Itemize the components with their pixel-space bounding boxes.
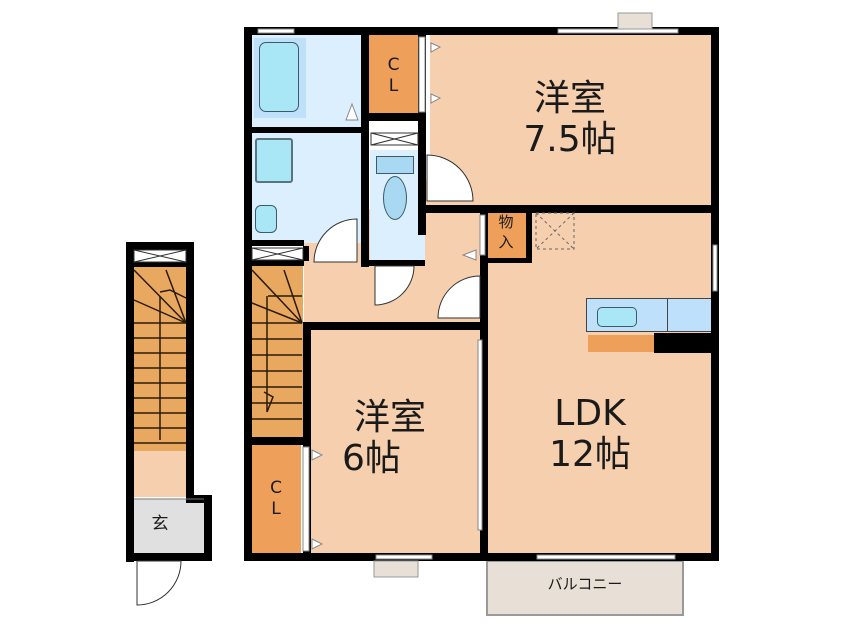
room-ldk — [486, 209, 712, 554]
room-western-6 — [310, 328, 482, 554]
kitchen-refrigerator-space — [654, 333, 712, 353]
closet-top — [369, 34, 418, 116]
bathtub-basin-icon — [259, 42, 299, 112]
storage-label: 物 入 — [498, 213, 514, 251]
room-size: 12帖 — [549, 434, 631, 476]
entrance-label: 玄 — [151, 514, 169, 534]
room-size: 6帖 — [342, 438, 401, 480]
toilet-bowl-icon — [383, 176, 407, 220]
closet-bottom — [251, 445, 301, 554]
washbasin-icon — [255, 205, 277, 233]
kitchen-sink-icon — [597, 307, 637, 327]
room-western-6-label: 洋室 6帖 — [330, 397, 450, 480]
entrance-area — [134, 499, 186, 555]
kitchen-counter-divider — [667, 298, 668, 332]
room-size: 7.5帖 — [523, 119, 617, 161]
toilet-tank-icon — [376, 156, 414, 174]
kitchen-cabinet — [588, 335, 654, 352]
landing-lower — [134, 451, 186, 497]
room-western-7-5 — [430, 34, 712, 209]
room-western-7-5-label: 洋室 7.5帖 — [500, 78, 640, 161]
closet-top-label: C L — [387, 55, 400, 97]
shoe-cabinet — [186, 501, 204, 553]
room-ldk-label: LDK 12帖 — [530, 393, 650, 476]
balcony — [486, 560, 684, 616]
stairs-upper — [251, 265, 303, 437]
room-name: 洋室 — [353, 397, 426, 438]
balcony-label: バルコニー — [547, 575, 623, 593]
room-name: LDK — [554, 393, 626, 434]
room-name: 洋室 — [533, 78, 606, 119]
closet-bottom-label: C L — [270, 478, 282, 520]
washing-machine-icon — [255, 138, 293, 183]
storage-closet — [486, 212, 526, 260]
